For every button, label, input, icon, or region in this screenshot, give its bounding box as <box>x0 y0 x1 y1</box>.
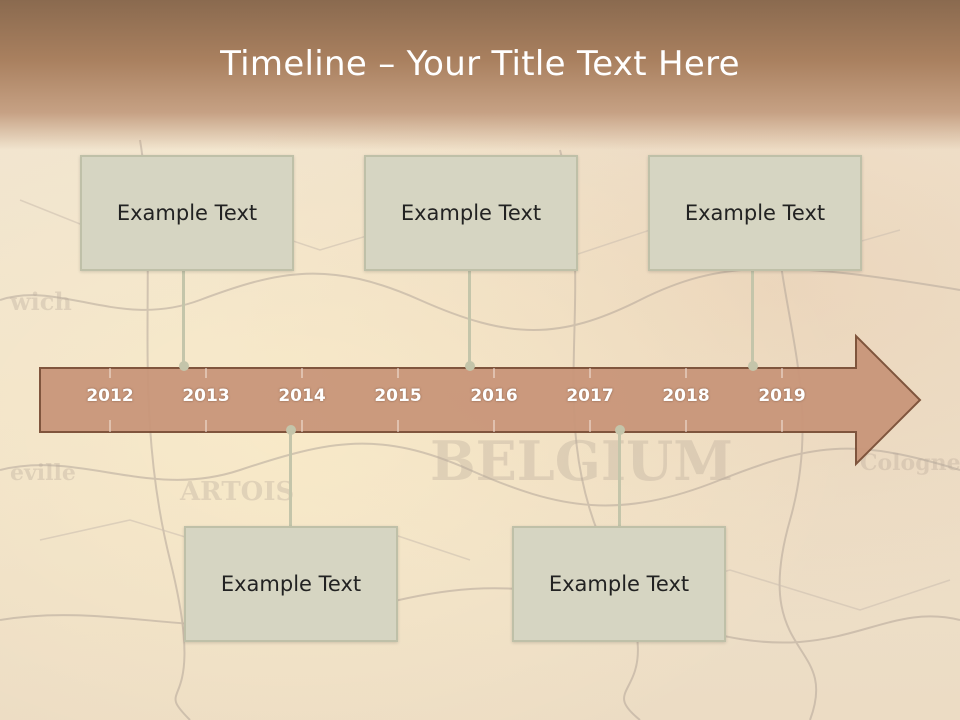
year-label: 2017 <box>566 386 614 406</box>
slide-title: Timeline – Your Title Text Here <box>220 44 740 84</box>
event-connector <box>751 268 754 364</box>
event-connector <box>618 432 621 528</box>
event-marker <box>748 361 758 371</box>
event-connector <box>468 268 471 364</box>
year-label: 2018 <box>662 386 710 406</box>
year-label: 2013 <box>182 386 230 406</box>
event-box-top[interactable]: Example Text <box>648 155 862 271</box>
year-label: 2012 <box>86 386 134 406</box>
year-label: 2015 <box>374 386 422 406</box>
event-box-bottom[interactable]: Example Text <box>512 526 726 642</box>
event-box-top[interactable]: Example Text <box>364 155 578 271</box>
event-marker <box>286 425 296 435</box>
event-connector <box>289 432 292 528</box>
event-box-bottom[interactable]: Example Text <box>184 526 398 642</box>
svg-text:wich: wich <box>9 287 72 316</box>
event-marker <box>615 425 625 435</box>
year-label: 2019 <box>758 386 806 406</box>
svg-text:ARTOIS: ARTOIS <box>179 477 294 507</box>
svg-text:Cologne: Cologne <box>860 450 960 476</box>
year-label: 2014 <box>278 386 326 406</box>
event-marker <box>179 361 189 371</box>
title-band <box>0 0 960 150</box>
event-connector <box>182 268 185 364</box>
event-marker <box>465 361 475 371</box>
event-box-top[interactable]: Example Text <box>80 155 294 271</box>
svg-text:BELGIUM: BELGIUM <box>430 429 733 493</box>
year-label: 2016 <box>470 386 518 406</box>
svg-text:eville: eville <box>10 460 76 486</box>
